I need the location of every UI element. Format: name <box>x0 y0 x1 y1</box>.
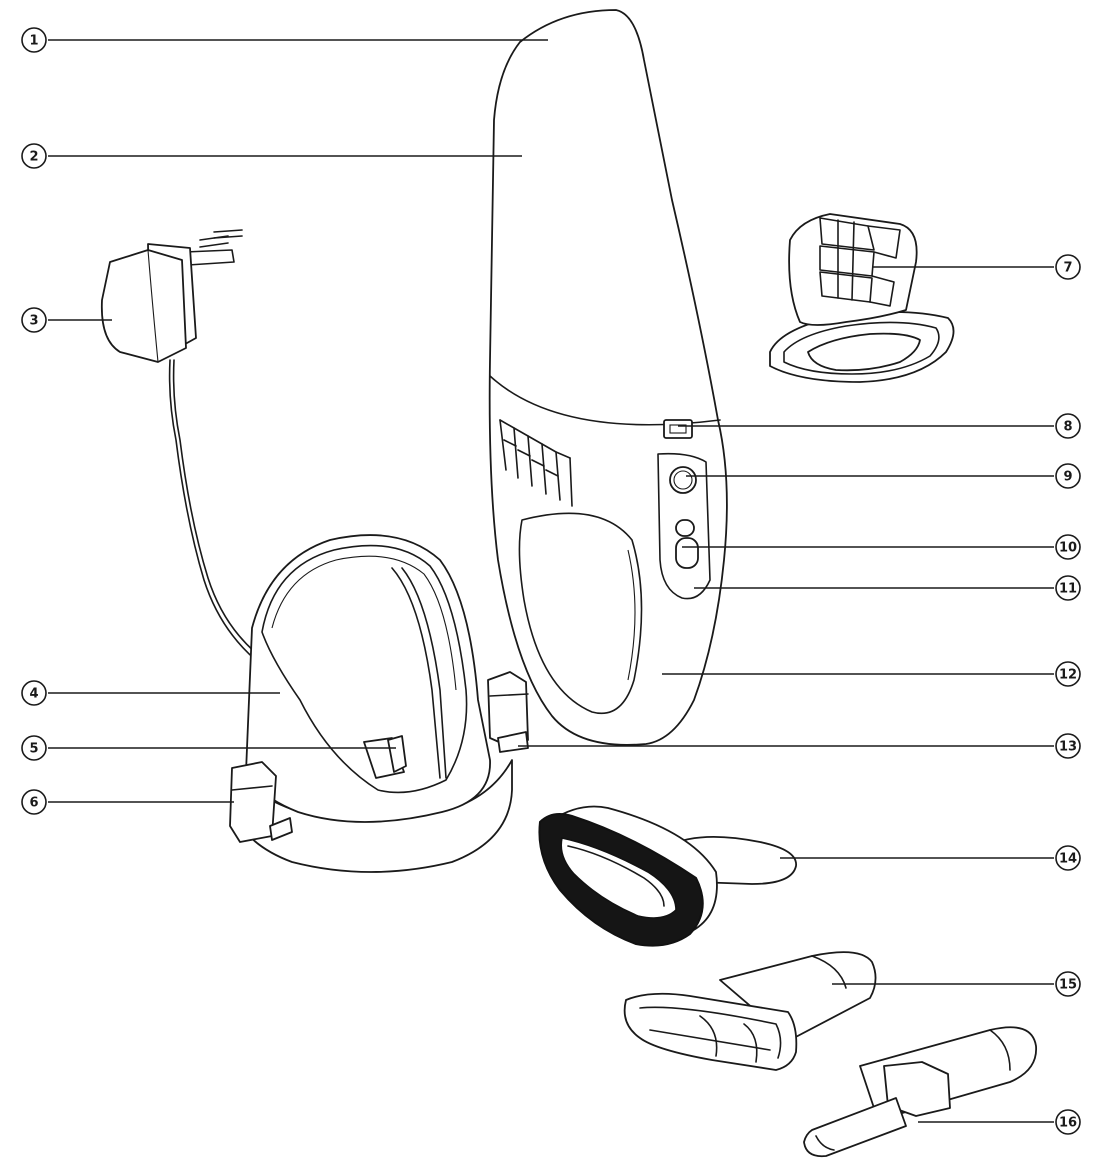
callout-circle <box>21 143 47 169</box>
charging-base <box>229 534 529 873</box>
callout-circle <box>1055 463 1081 489</box>
callout-5: 5 <box>21 735 47 761</box>
charge-indicator <box>675 519 695 537</box>
charger-adapter <box>100 229 263 663</box>
callout-circle <box>1055 971 1081 997</box>
callout-number: 10 <box>1059 541 1077 556</box>
brush-nozzle <box>538 805 797 947</box>
filter-release-latch <box>663 419 693 439</box>
callout-11: 11 <box>1055 575 1081 601</box>
callout-number: 6 <box>29 796 38 811</box>
callout-1: 1 <box>21 27 47 53</box>
wide-nozzle <box>623 951 877 1071</box>
speed-slider <box>675 537 699 569</box>
callout-number: 16 <box>1059 1116 1077 1131</box>
callout-number: 13 <box>1059 740 1077 755</box>
callout-number: 7 <box>1063 261 1072 276</box>
callout-number: 15 <box>1059 978 1077 993</box>
callout-13: 13 <box>1055 733 1081 759</box>
callout-circle <box>1055 534 1081 560</box>
callout-6: 6 <box>21 789 47 815</box>
callout-15: 15 <box>1055 971 1081 997</box>
callout-3: 3 <box>21 307 47 333</box>
callout-circle <box>1055 845 1081 871</box>
callout-number: 9 <box>1063 470 1072 485</box>
callout-circle <box>1055 254 1081 280</box>
callout-circle <box>21 307 47 333</box>
callout-circle <box>21 735 47 761</box>
callout-circle <box>1055 413 1081 439</box>
crevice-tool <box>803 1026 1037 1158</box>
callout-circle <box>21 27 47 53</box>
callout-12: 12 <box>1055 661 1081 687</box>
handheld-vacuum <box>488 9 728 746</box>
vent-grille <box>499 419 573 507</box>
callout-circle <box>1055 733 1081 759</box>
callout-number: 11 <box>1059 582 1077 597</box>
callout-circle <box>1055 575 1081 601</box>
callout-number: 8 <box>1063 420 1072 435</box>
callout-number: 2 <box>29 150 38 165</box>
callout-number: 3 <box>29 314 38 329</box>
callout-circle <box>1055 1109 1081 1135</box>
brush-bristles <box>538 813 704 947</box>
callout-number: 5 <box>29 742 38 757</box>
callout-4: 4 <box>21 680 47 706</box>
callout-7: 7 <box>1055 254 1081 280</box>
callout-circle <box>21 789 47 815</box>
callout-circle <box>21 680 47 706</box>
filter <box>769 213 955 383</box>
callout-16: 16 <box>1055 1109 1081 1135</box>
callout-circle <box>1055 661 1081 687</box>
callout-10: 10 <box>1055 534 1081 560</box>
callout-14: 14 <box>1055 845 1081 871</box>
callout-number: 4 <box>29 687 38 702</box>
callout-number: 12 <box>1059 668 1077 683</box>
callout-2: 2 <box>21 143 47 169</box>
callout-9: 9 <box>1055 463 1081 489</box>
callout-number: 14 <box>1059 852 1077 867</box>
callout-number: 1 <box>29 34 38 49</box>
callout-8: 8 <box>1055 413 1081 439</box>
